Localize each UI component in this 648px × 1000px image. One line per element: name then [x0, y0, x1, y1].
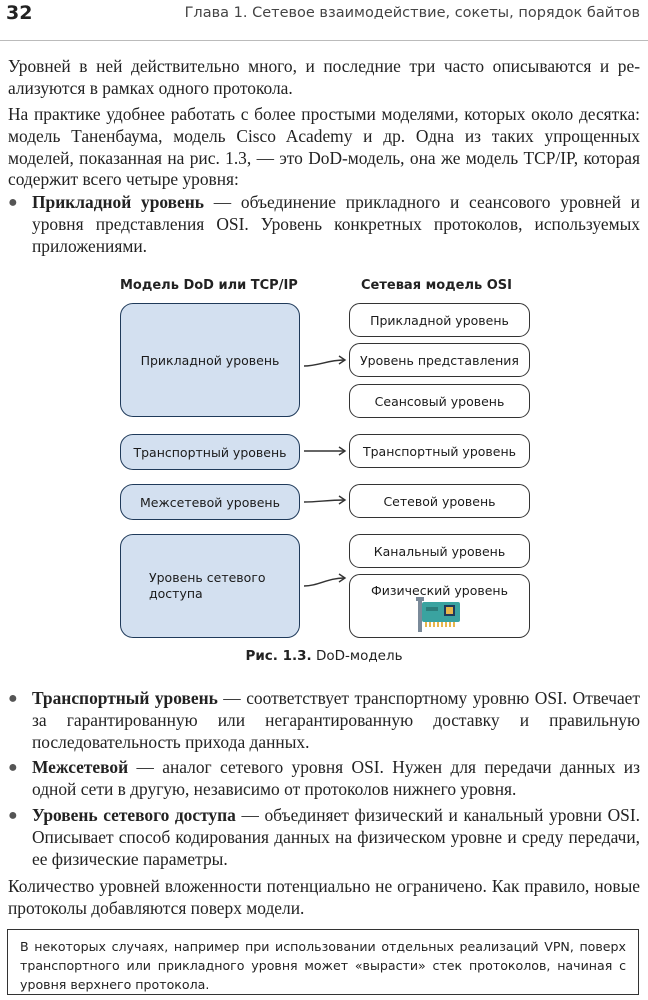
- caption-label: Рис. 1.3.: [245, 648, 312, 664]
- list-item: ● Уровень сетевого доступа — объединяет ф…: [0, 805, 640, 870]
- osi-column-title: Сетевая модель OSI: [361, 278, 512, 293]
- figure-caption: Рис. 1.3. DoD-модель: [0, 648, 648, 664]
- bullet-text: — аналог сетевого уровня OSI. Нужен для …: [32, 757, 640, 800]
- paragraph-1: Уровней в ней действительно много, и пос…: [8, 56, 640, 98]
- dod-application-layer: Прикладной уровень: [120, 303, 300, 417]
- bullet-icon: ●: [8, 759, 18, 777]
- bullet-list-top: ● Прикладной уровень — объединение прикла…: [0, 192, 640, 261]
- bullet-term: Транспортный уровень: [32, 688, 218, 708]
- dod-layer-label: Транспортный уровень: [133, 444, 287, 460]
- dod-layer-label: Уровень сетевого доступа: [149, 570, 266, 601]
- list-item: ● Прикладной уровень — объединение прикла…: [0, 192, 640, 257]
- caption-text: DoD-модель: [311, 648, 403, 664]
- dod-network-access-layer: Уровень сетевого доступа: [120, 534, 300, 638]
- osi-datalink-layer: Канальный уровень: [349, 534, 530, 568]
- network-card-icon: [416, 597, 460, 632]
- arrow-transport: [303, 446, 347, 456]
- bullet-text: — объединяет физический и канальный уров…: [32, 804, 640, 869]
- note-box: В некоторых случаях, например при исполь…: [7, 929, 639, 995]
- arrow-network-access: [303, 573, 347, 587]
- bullet-term: Прикладной уровень: [32, 192, 204, 212]
- arrow-internet: [303, 495, 347, 505]
- paragraph-3: Количество уровней вложенности потенциал…: [8, 876, 640, 918]
- list-item: ● Транспортный уровень — соответствует тр…: [0, 688, 640, 753]
- bullet-icon: ●: [8, 690, 18, 707]
- bullet-text: — объединение прикладного и сеансового у…: [32, 192, 640, 256]
- arrow-application-to-presentation: [303, 355, 347, 367]
- bullet-text: — соответствует транспортному уровню OSI…: [32, 688, 640, 752]
- bullet-icon: ●: [8, 806, 18, 824]
- osi-network-layer: Сетевой уровень: [349, 484, 530, 518]
- bullet-list-bottom: ● Транспортный уровень — соответствует тр…: [0, 688, 640, 874]
- dod-layer-label: Прикладной уровень: [140, 352, 280, 368]
- bullet-term: Уровень сетевого доступа: [32, 804, 236, 825]
- list-item: ● Межсетевой — аналог сетевого уровня OSI…: [0, 757, 640, 801]
- dod-internet-layer: Межсетевой уровень: [120, 484, 300, 520]
- osi-application-layer: Прикладной уровень: [349, 303, 530, 337]
- bullet-icon: ●: [8, 194, 18, 211]
- osi-presentation-layer: Уровень представления: [349, 343, 530, 377]
- page-header: 32 Глава 1. Сетевое взаимодействие, соке…: [0, 0, 648, 41]
- figure-dod-model: Модель DoD или TCP/IP Сетевая модель OSI…: [0, 268, 648, 678]
- running-head: Глава 1. Сетевое взаимодействие, сокеты,…: [184, 5, 640, 21]
- dod-layer-label: Межсетевой уровень: [140, 494, 280, 510]
- osi-session-layer: Сеансовый уровень: [349, 384, 530, 418]
- bullet-term: Межсетевой: [32, 757, 129, 778]
- osi-layer-label: Физический уровень: [371, 583, 508, 598]
- osi-transport-layer: Транспортный уровень: [349, 434, 530, 468]
- dod-transport-layer: Транспортный уровень: [120, 434, 300, 470]
- dod-column-title: Модель DoD или TCP/IP: [120, 278, 298, 293]
- page-number: 32: [6, 2, 33, 24]
- paragraph-2: На практике удобнее работать с более про…: [8, 104, 640, 190]
